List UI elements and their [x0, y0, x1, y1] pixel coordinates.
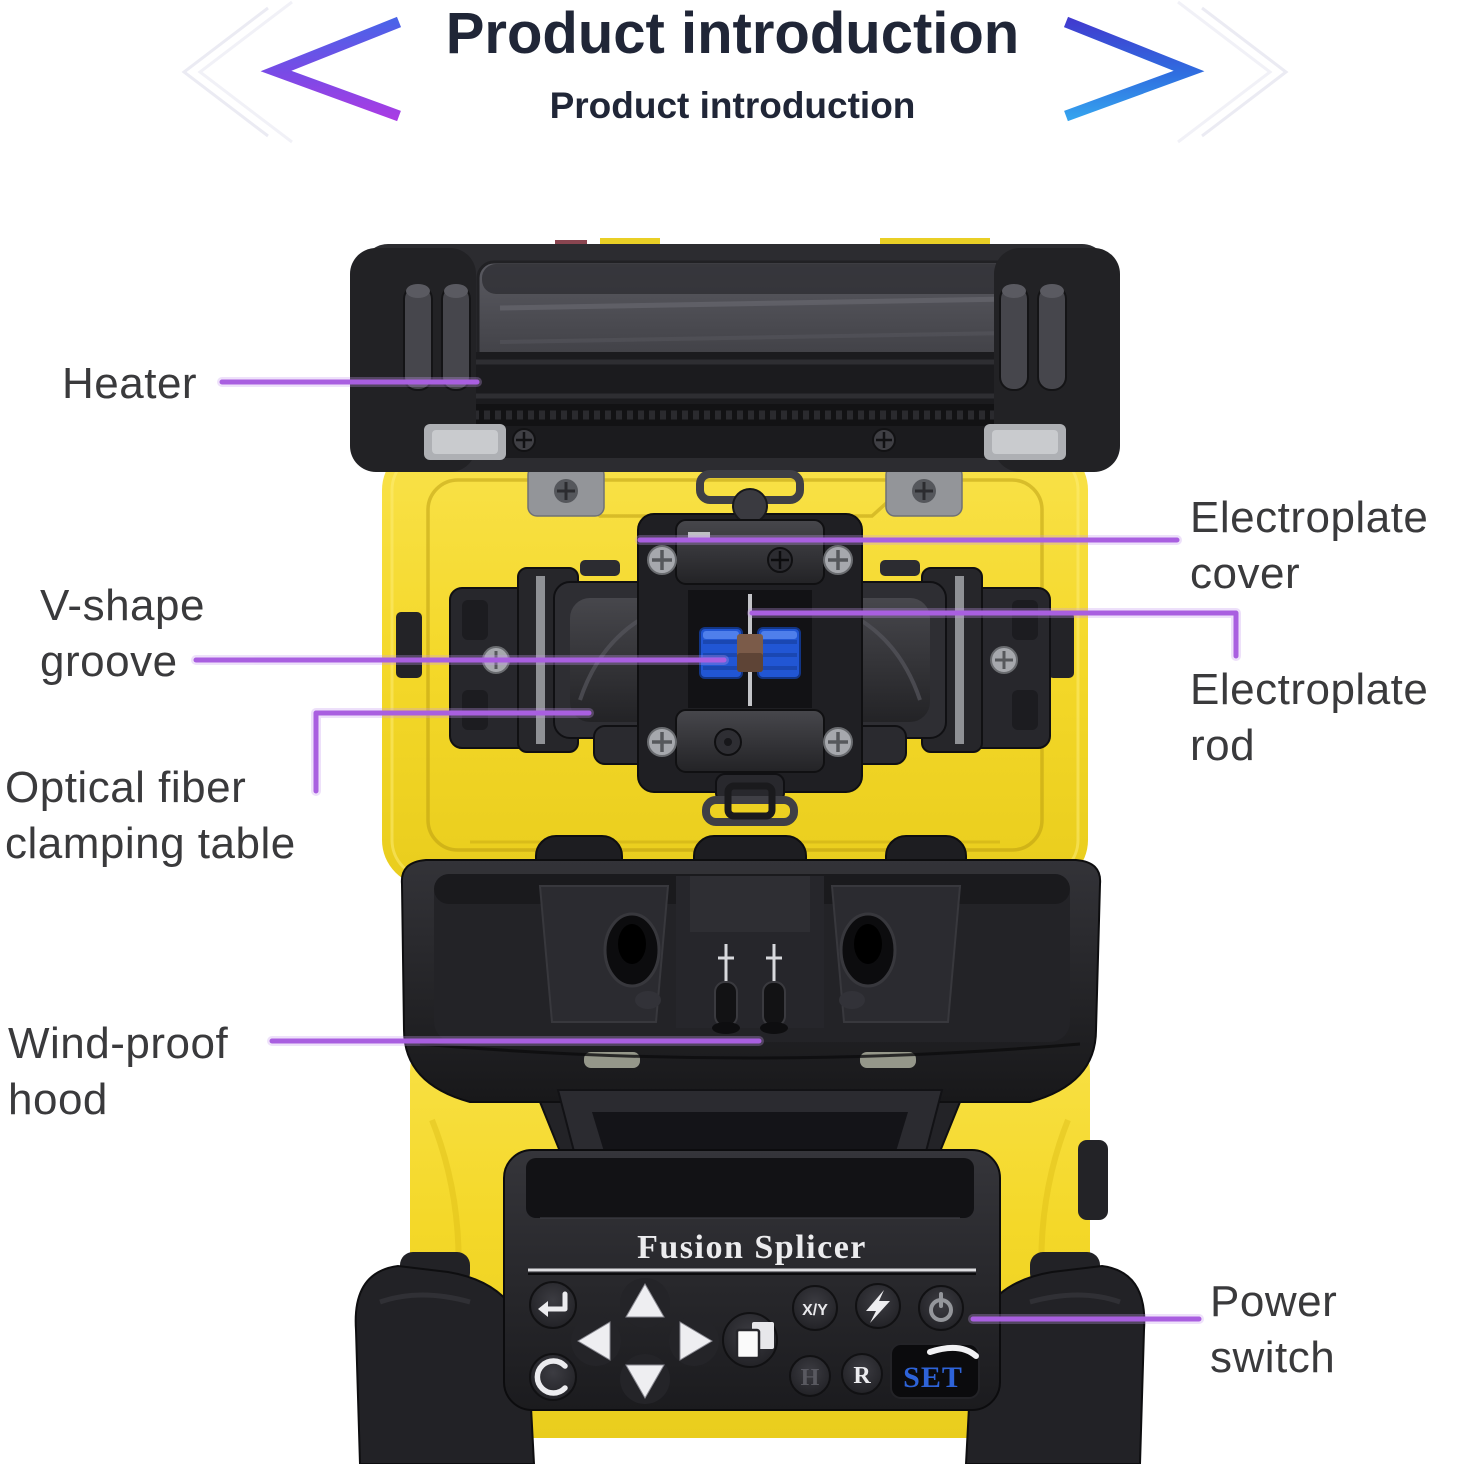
faint-chevron-right-inner: [1177, 0, 1273, 144]
rubber-feet: [354, 1252, 1146, 1464]
callout-electroplate-cover: Electroplate cover: [1190, 493, 1429, 598]
dpad: [571, 1278, 719, 1404]
side-hook: [1078, 1140, 1108, 1220]
title-block: Product introduction Product introductio…: [0, 0, 1465, 127]
set-button: SET: [890, 1343, 980, 1399]
callout-power-switch: Power switch: [1210, 1277, 1338, 1382]
power-switch-button: [918, 1285, 964, 1331]
hinge-pin: [1037, 285, 1067, 391]
page-title: Product introduction: [445, 1, 1020, 66]
xy-button: X/Y: [792, 1285, 838, 1331]
r-button: R: [841, 1353, 883, 1395]
splice-mechanism: [637, 470, 863, 826]
arrow-right-icon: [679, 1321, 713, 1361]
callout-leader-lines: [191, 377, 1241, 1324]
enter-icon: [544, 1291, 568, 1312]
chevron-right-icon: [1063, 16, 1205, 122]
arrow-up-icon: [625, 1282, 665, 1318]
arrow-left-icon: [577, 1321, 611, 1361]
electrode-left: [712, 944, 740, 1034]
r-label: R: [853, 1363, 871, 1389]
faint-chevron-left-outer: [181, 6, 269, 138]
faint-chevron-left-inner: [197, 0, 293, 144]
heater-strip: [455, 404, 1035, 426]
electroplate-cover-bottom: [675, 709, 825, 773]
leader-electroplate-rod: [749, 610, 1239, 659]
heat-label: H: [801, 1365, 820, 1391]
pages-button: [722, 1312, 778, 1368]
reset-icon: [534, 1358, 568, 1396]
hinge-pin: [441, 285, 471, 391]
electroplate-cover-top: [675, 519, 825, 585]
side-latch-right: [1048, 612, 1074, 678]
callout-wind-proof-hood: Wind-proof hood: [8, 1019, 229, 1124]
lightning-icon: [866, 1290, 890, 1323]
title-decoration: [181, 0, 1289, 144]
set-label: SET: [903, 1361, 963, 1394]
hinge-pin: [999, 285, 1029, 391]
xy-label: X/Y: [802, 1302, 828, 1319]
hinge-pin: [403, 285, 433, 391]
arc-button: [855, 1283, 901, 1329]
keypad-section: Fusion Splicer: [503, 1089, 1001, 1411]
electrode-right: [760, 944, 788, 1034]
leader-optical-fiber-clamping-table: [313, 710, 592, 794]
side-latch-left: [396, 612, 422, 678]
heat-button: H: [789, 1355, 831, 1397]
chevron-left-icon: [260, 16, 402, 122]
arrow-down-icon: [625, 1364, 665, 1400]
page-subtitle: Product introduction: [549, 84, 916, 126]
brand-label: Fusion Splicer: [637, 1229, 867, 1266]
callout-optical-fiber-clamping-table: Optical fiber clamping table: [5, 763, 296, 868]
callout-heater: Heater: [62, 359, 198, 408]
heater-module: [350, 238, 1120, 472]
enter-button: [529, 1281, 577, 1329]
faint-chevron-right-outer: [1201, 6, 1289, 138]
callout-electroplate-rod: Electroplate rod: [1190, 665, 1429, 770]
callout-v-shape-groove: V-shape groove: [40, 581, 205, 686]
reset-button: [529, 1353, 577, 1401]
